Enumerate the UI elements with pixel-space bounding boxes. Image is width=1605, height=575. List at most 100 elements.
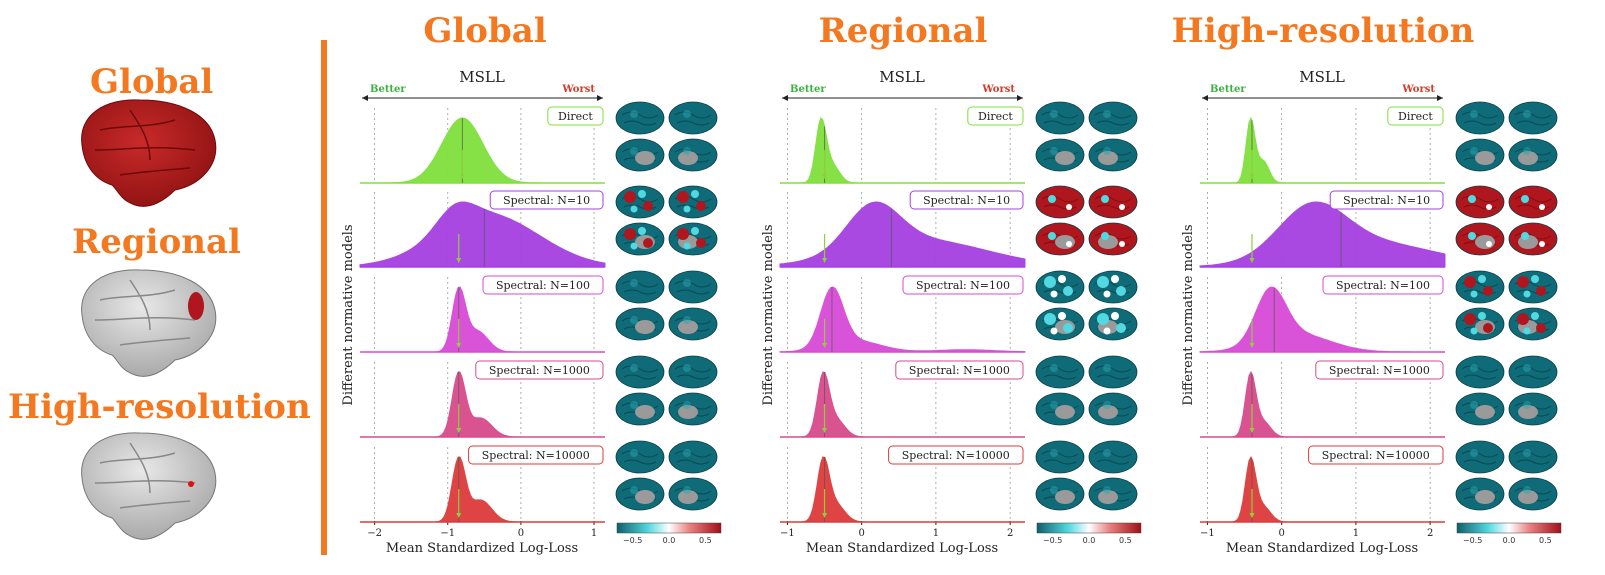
brain-spot: [638, 190, 646, 198]
brain-spot: [624, 228, 636, 240]
model-label: Spectral: N=10: [503, 194, 590, 207]
model-label-box: [902, 275, 1024, 295]
model-label: Spectral: N=100: [1336, 279, 1430, 292]
brain-shape: [1508, 101, 1558, 135]
brain-thumbnail: [615, 307, 665, 341]
brain-folds: [1041, 111, 1079, 126]
marker-arrow: [456, 343, 462, 348]
brain-thumbnail: [1508, 477, 1558, 511]
brain-spot: [1539, 241, 1545, 247]
brain-thumbnail: [615, 440, 665, 474]
brain-thumbnail: [1455, 101, 1505, 135]
brain-thumbnail: [1508, 392, 1558, 426]
brain-folds: [621, 365, 659, 380]
brain-shape: [1035, 185, 1085, 219]
brain-spot: [643, 201, 653, 211]
brain-thumbnail: [668, 307, 718, 341]
brain-medial-wall: [1055, 405, 1075, 419]
x-tick-label: 1: [591, 528, 597, 539]
brain-thumbnail: [1035, 270, 1085, 304]
brain-thumbnail: [1455, 440, 1505, 474]
brain-thumbnail: [1035, 392, 1085, 426]
brain-spot: [1116, 323, 1126, 333]
colorbar-tick-label: 0.0: [663, 536, 676, 545]
brain-shape: [668, 270, 718, 304]
brain-medial-wall: [1475, 235, 1495, 249]
brain-thumbnail: [668, 477, 718, 511]
brain-folds: [1094, 450, 1132, 465]
brain-spot: [1468, 232, 1476, 240]
brain-spot: [1486, 241, 1492, 247]
x-tick-label: 0: [1278, 528, 1284, 539]
brain-medial-wall: [678, 151, 698, 165]
model-label: Spectral: N=10: [1343, 194, 1430, 207]
brain-medial-wall: [635, 320, 655, 334]
density-area: [780, 371, 1025, 438]
brain-spot: [630, 205, 638, 213]
x-tick-label: 1: [1353, 528, 1359, 539]
model-label: Spectral: N=1000: [1329, 364, 1430, 377]
brain-thumbnail: [615, 222, 665, 256]
brain-medial-wall: [678, 490, 698, 504]
brain-medial-wall: [635, 490, 655, 504]
model-label: Spectral: N=1000: [489, 364, 590, 377]
brain-spot: [1470, 401, 1478, 409]
brain-thumbnail: [1455, 270, 1505, 304]
brain-shape: [1455, 101, 1505, 135]
ridge-row: Spectral: N=10000: [360, 440, 718, 523]
brain-spot: [630, 110, 638, 118]
brain-spot: [1050, 449, 1058, 457]
brain-spot: [1483, 323, 1493, 333]
brain-thumbnail: [615, 270, 665, 304]
brain-medial-wall: [1475, 405, 1495, 419]
brain-medial-wall: [635, 151, 655, 165]
brain-spot: [1101, 232, 1109, 240]
msll-arrow-right: [597, 95, 603, 101]
brain-spot: [1097, 313, 1109, 325]
brain-thumbnail: [1035, 477, 1085, 511]
ridge-row: Spectral: N=10: [779, 185, 1138, 268]
brain-spot: [1048, 195, 1056, 203]
brain-thumbnail: [1088, 138, 1138, 172]
brain-thumbnail: [615, 355, 665, 389]
brain-thumbnail: [668, 270, 718, 304]
brain-thumbnail: [1088, 355, 1138, 389]
brain-spot: [624, 191, 636, 203]
brain-medial-wall: [1055, 151, 1075, 165]
marker-arrow: [1249, 174, 1255, 179]
model-label-box: [1329, 190, 1444, 210]
model-label-box: [547, 106, 604, 126]
brain-spot: [1050, 147, 1058, 155]
brain-spot: [1050, 110, 1058, 118]
brain-shape: [668, 355, 718, 389]
colorbar-tick-label: 0.0: [1503, 536, 1516, 545]
left-brain-global: [81, 99, 217, 207]
brain-spot: [1050, 401, 1058, 409]
brain-shape: [1455, 185, 1505, 219]
density-area: [359, 201, 606, 268]
brain-folds: [1514, 111, 1552, 126]
x-tick-label: −1: [1200, 528, 1215, 539]
brain-spot: [1470, 486, 1478, 494]
density-area: [1200, 116, 1445, 184]
msll-label: MSLL: [879, 68, 925, 86]
colorbar-tick-label: −0.5: [1043, 536, 1062, 545]
density-area: [360, 371, 605, 438]
column-title: Regional: [819, 11, 988, 51]
brain-thumbnail: [1088, 440, 1138, 474]
x-axis-label: Mean Standardized Log-Loss: [1226, 541, 1418, 556]
colorbar-tick-label: 0.5: [1119, 536, 1132, 545]
brain-spot: [1066, 241, 1072, 247]
model-label: Spectral: N=100: [496, 279, 590, 292]
brain-thumbnail: [1088, 185, 1138, 219]
colorbar-tick-label: −0.5: [623, 536, 642, 545]
density-area: [780, 117, 1025, 184]
brain-spot: [1066, 204, 1072, 210]
brain-thumbnail: [1508, 185, 1558, 219]
marker-arrow: [822, 343, 828, 348]
brain-spot: [1464, 276, 1476, 288]
brain-spot: [1470, 290, 1478, 298]
brain-spot: [1478, 275, 1486, 283]
brain-spot: [1521, 232, 1529, 240]
brain-thumbnail: [1455, 185, 1505, 219]
